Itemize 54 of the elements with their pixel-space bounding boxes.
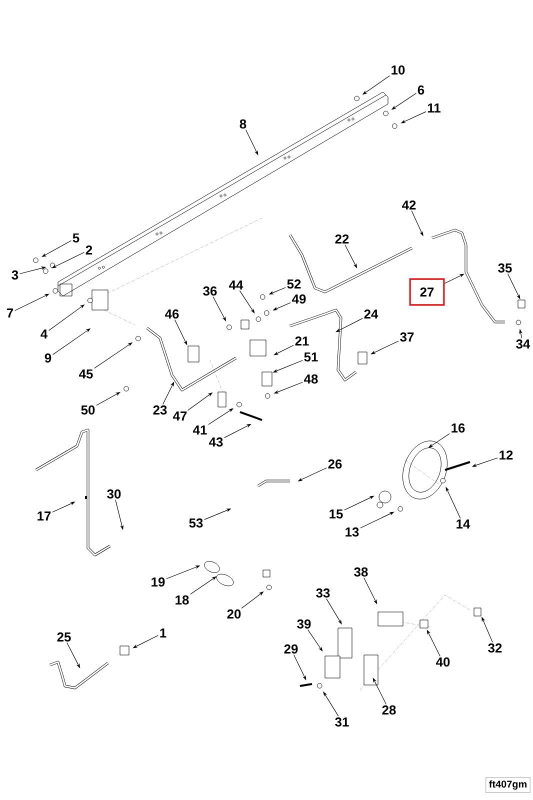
- callout-number: 22: [335, 234, 349, 244]
- figure-code: ft407gm: [486, 777, 530, 793]
- highlighted-callout-number: 27: [409, 278, 445, 306]
- callout-number: 45: [79, 370, 93, 379]
- callout-number: 39: [297, 619, 311, 629]
- callout-number: 37: [400, 332, 414, 342]
- callout-number: 12: [500, 450, 513, 460]
- callout-number: 30: [107, 489, 121, 499]
- callout-number: 14: [456, 520, 470, 528]
- callout-number: 51: [304, 352, 318, 362]
- callout-number: 2: [86, 245, 92, 255]
- callout-number: 17: [38, 512, 51, 520]
- callout-number: 5: [72, 234, 80, 243]
- callout-number: 40: [436, 657, 450, 667]
- callout-number: 33: [316, 588, 330, 598]
- callout-number: 11: [428, 104, 440, 112]
- callout-number: 38: [354, 567, 368, 577]
- callout-number: 16: [452, 423, 465, 433]
- callout-number: 32: [488, 643, 502, 653]
- callout-number: 13: [346, 527, 359, 537]
- callout-number: 26: [328, 459, 342, 469]
- callout-number: 19: [152, 577, 165, 587]
- callout-number: 4: [40, 330, 48, 338]
- callout-number: 15: [330, 510, 343, 519]
- callout-number: 34: [516, 339, 530, 349]
- callout-number: 36: [203, 286, 217, 296]
- callout-number: 25: [57, 632, 71, 642]
- callout-number: 52: [287, 279, 301, 289]
- callout-number: 18: [176, 595, 189, 605]
- callout-number: 49: [292, 294, 306, 304]
- callout-number: 44: [229, 280, 244, 290]
- callout-number: 41: [193, 426, 207, 434]
- callout-number: 7: [6, 308, 14, 318]
- callout-number: 46: [165, 309, 179, 319]
- callout-number: 35: [498, 263, 512, 273]
- callout-number: 9: [44, 353, 52, 363]
- callout-number: 20: [227, 609, 241, 619]
- callout-number: 50: [81, 405, 95, 415]
- callout-number: 1: [160, 628, 166, 638]
- callout-number: 24: [364, 309, 378, 319]
- callout-number: 47: [173, 412, 187, 420]
- callout-number: 23: [153, 405, 167, 415]
- callout-number: 53: [189, 518, 203, 528]
- callout-number: 10: [392, 65, 405, 75]
- callout-number: 8: [240, 119, 246, 129]
- callout-number: 31: [335, 717, 349, 727]
- callout-number: 21: [295, 336, 309, 346]
- callout-number: 29: [284, 644, 298, 654]
- callout-number: 42: [402, 200, 416, 210]
- callout-number: 48: [304, 374, 318, 384]
- callout-number: 3: [12, 270, 18, 280]
- callout-number: 43: [209, 437, 223, 447]
- callout-number: 6: [418, 85, 424, 95]
- callout-number: 28: [382, 705, 396, 715]
